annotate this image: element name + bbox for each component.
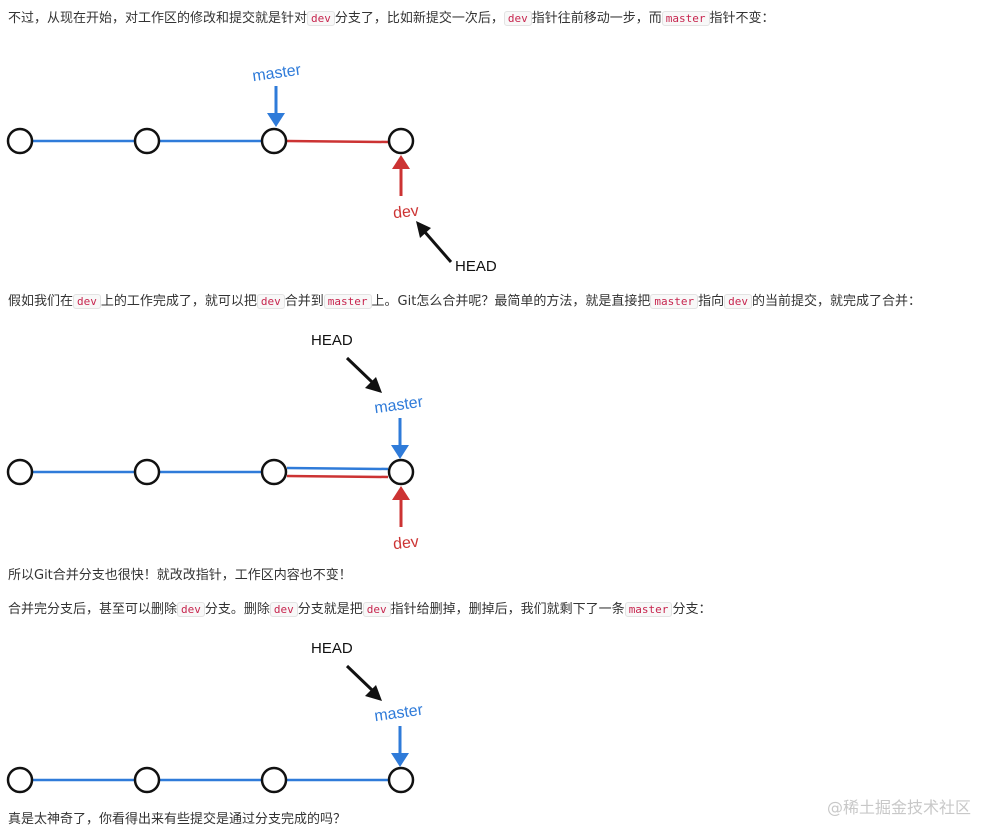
head-arrowhead: [416, 221, 431, 238]
text-span: 所以Git合并分支也很快！就改改指针，工作区内容也不变！: [8, 568, 352, 583]
master-label: master: [373, 702, 424, 726]
text-span: 上。Git怎么合并呢？最简单的方法，就是直接把: [371, 294, 651, 309]
master-arrowhead: [391, 445, 409, 459]
commit-node: [133, 766, 161, 794]
commit-node: [6, 458, 34, 486]
diagram-merge: HEAD master dev: [6, 332, 425, 554]
master-arrowhead: [391, 753, 409, 767]
inline-code: master: [661, 11, 710, 26]
diagram-after-delete: HEAD master: [6, 640, 425, 794]
commit-node: [260, 127, 288, 155]
head-arrow: [422, 230, 453, 263]
text-span: 的当前提交，就完成了合并：: [751, 294, 921, 309]
inline-code: dev: [269, 602, 298, 617]
text-span: 分支。删除: [204, 602, 270, 617]
commit-node: [387, 766, 415, 794]
inline-code: master: [650, 294, 699, 309]
commit-node: [6, 766, 34, 794]
head-label: HEAD: [311, 332, 353, 349]
text-span: 分支了，比如新提交一次后，: [334, 11, 504, 26]
inline-code: master: [624, 602, 673, 617]
inline-code: dev: [177, 602, 205, 617]
text-span: 上的工作完成了，就可以把: [100, 294, 257, 309]
branch-line-red: [286, 474, 389, 479]
commit-node: [6, 127, 34, 155]
commit-node: [260, 766, 288, 794]
commit-node: [133, 458, 161, 486]
inline-code: dev: [362, 602, 391, 617]
inline-code: dev: [503, 11, 532, 26]
inline-code: dev: [724, 294, 752, 309]
text-span: 分支：: [672, 602, 712, 617]
dev-arrowhead: [392, 486, 410, 500]
master-arrowhead: [267, 113, 285, 127]
inline-code: dev: [256, 294, 285, 309]
dev-label: dev: [392, 203, 419, 223]
text-span: 不过，从现在开始，对工作区的修改和提交就是针对: [8, 11, 308, 26]
master-label: master: [373, 394, 424, 418]
text-span: 指向: [698, 294, 725, 309]
paragraph-closing-question: 真是太神奇了，你看得出来有些提交是通过分支完成的吗？: [8, 810, 346, 830]
text-span: 分支就是把: [297, 602, 363, 617]
head-label: HEAD: [311, 640, 353, 657]
head-arrowhead: [365, 685, 382, 701]
text-span: 指针给删掉，删掉后，我们就剩下了一条: [390, 602, 625, 617]
commit-node: [133, 127, 161, 155]
head-arrow: [345, 356, 374, 384]
dev-arrowhead: [392, 155, 410, 169]
branch-line-blue: [286, 466, 389, 471]
head-arrowhead: [365, 377, 382, 393]
branch-line-red: [286, 139, 389, 144]
paragraph-merge-fast: 所以Git合并分支也很快！就改改指针，工作区内容也不变！: [8, 566, 352, 586]
text-span: 合并完分支后，甚至可以删除: [8, 602, 178, 617]
diagram-dev-advance: master dev HEAD: [6, 62, 497, 275]
text-span: 真是太神奇了，你看得出来有些提交是通过分支完成的吗？: [8, 812, 347, 827]
text-span: 假如我们在: [8, 294, 74, 309]
watermark-text: @稀土掘金技术社区: [826, 798, 971, 817]
inline-code: master: [323, 294, 372, 309]
head-label: HEAD: [455, 258, 497, 275]
commit-node: [387, 127, 415, 155]
head-arrow: [345, 664, 374, 692]
text-span: 指针不变：: [709, 11, 775, 26]
inline-code: dev: [73, 294, 101, 309]
dev-label: dev: [392, 534, 419, 554]
master-label: master: [251, 62, 302, 86]
text-span: 合并到: [284, 294, 324, 309]
text-span: 指针往前移动一步，而: [531, 11, 662, 26]
commit-node: [260, 458, 288, 486]
commit-node: [387, 458, 415, 486]
inline-code: dev: [307, 11, 335, 26]
